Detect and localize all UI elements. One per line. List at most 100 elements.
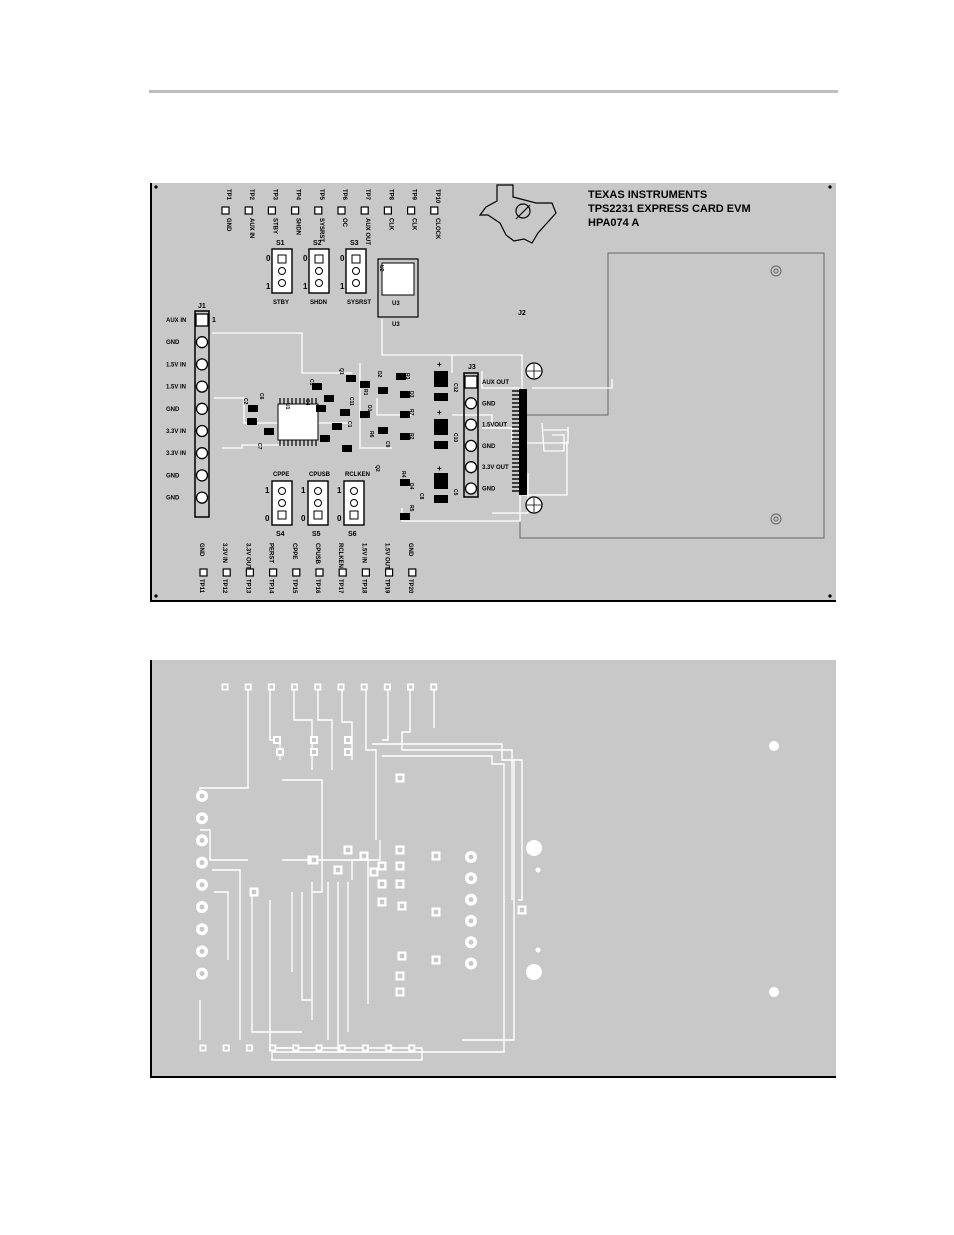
testpoint-label: STBY [271,218,277,234]
switch-id: S5 [312,531,321,538]
switch-pin [352,279,360,287]
j1-header [194,310,210,518]
switch-pin [315,279,323,287]
switch-label: STBY [273,300,289,306]
bottom-layer-drawing [152,660,836,1076]
ref-designator: R2 [408,433,414,440]
bottom-smd-pad-hole [399,953,405,959]
testpoint-pad [267,206,277,215]
switch-pin-square [351,254,361,264]
testpoint-id: TP20 [407,579,413,594]
testpoint-pad [408,568,417,577]
j1-pin [195,402,209,415]
j1-pin-label: GND [166,340,180,346]
bottom-j3-hole [468,961,474,966]
smd-part [400,391,410,398]
bottom-smd-pad-hole [433,853,439,859]
bottom-smd-pad-hole [397,863,403,869]
j3-pin-label: GND [482,401,496,407]
j1-pin1-label: 1 [212,317,216,324]
j3-pin [464,439,478,453]
bottom-smd-pad-hole [311,857,317,863]
j1-pin-label: 3.3V IN [166,429,186,435]
board-title-line-2: TPS2231 EXPRESS CARD EVM [588,203,751,215]
j1-pin-label: GND [166,473,180,479]
bottom-j3-hole [468,897,474,903]
ref-designator: Q1 [338,368,344,375]
j1-pin-label: 3.3V IN [166,451,186,457]
switch-one-mark: 1 [301,486,306,495]
bottom-switch-pad-hole [346,750,350,754]
testpoint-label: GND [198,543,204,557]
switch-one-mark: 1 [340,282,345,291]
testpoint-label: 1.5V OUT [384,543,390,570]
bottom-smd-pad-hole [251,889,257,895]
ref-designator: C8 [418,493,424,500]
ref-designator: C12 [452,383,458,392]
j3-pin [464,482,478,495]
testpoint-id: TP12 [221,579,227,594]
switch-zero-mark: 0 [340,254,345,263]
ref-designator: U2 [378,265,384,272]
j3-pin [464,461,478,474]
switch-one-mark: 1 [337,486,342,495]
bottom-testpoint-pad-hole [317,1046,321,1050]
testpoint-label: GND [407,543,413,557]
j1-pin [195,491,209,504]
switch-zero-mark: 0 [337,514,342,523]
j3-pin-label: GND [482,444,496,450]
testpoint-pad [337,206,346,215]
switch-pin [315,267,323,275]
testpoint-id: TP9 [411,189,417,201]
testpoint-label: AUX OUT [364,218,370,245]
testpoint-label: OC [341,218,347,228]
bottom-mount-hole [526,840,542,856]
bottom-via [535,947,541,953]
smd-parts [247,373,410,520]
bottom-testpoint-pad-hole [223,685,227,689]
testpoint-id: TP16 [314,579,320,594]
ref-designator: D1 [366,405,372,412]
bottom-j1-hole [199,971,205,977]
top-layer-panel: TEXAS INSTRUMENTS TPS2231 EXPRESS CARD E… [150,183,836,602]
testpoint-pad [360,206,369,215]
bottom-j3-hole [468,918,474,924]
bottom-testpoint-pad-hole [408,685,413,689]
testpoint-id: TP2 [248,189,254,201]
testpoint-label: 3.3V OUT [244,543,250,570]
ref-designator: C3 [308,379,314,386]
testpoint-id: TP3 [271,189,277,201]
switch-pin [278,499,286,507]
testpoint-pad [315,568,324,577]
testpoint-pad [291,206,300,215]
bottom-j1-hole [199,815,205,821]
j3-pin-label: AUX OUT [482,380,509,386]
corner-mark [154,594,158,598]
bottom-smd-pad-hole [371,869,377,875]
u1-ic [277,398,319,446]
bottom-switch-pad-hole [312,750,316,754]
top-layer-drawing: TEXAS INSTRUMENTS TPS2231 EXPRESS CARD E… [154,184,832,598]
smd-part [264,428,274,435]
bottom-testpoint-pad-hole [385,685,390,689]
ref-designator: C7 [256,443,262,450]
polarity-mark: + [437,360,442,369]
bottom-mount-hole [769,741,779,751]
testpoint-pad [338,568,347,577]
switch-id: S1 [276,240,285,247]
smd-part [312,383,322,390]
bottom-j1-hole [199,860,205,866]
bottom-j1-hole [199,904,205,910]
testpoint-label: CLK [387,218,393,231]
ref-designator: Q2 [374,465,380,472]
j1-pins [195,313,209,504]
reference-designators: U1U2Q1Q2C1C2C3C4C5C6C7C8C9C10C11C12R1R2R… [242,265,458,512]
j1-pin [195,447,209,460]
testpoint-pad [245,568,255,577]
j2-card-outline [519,252,825,539]
testpoint-id: TP7 [364,189,370,201]
testpoint-id: TP18 [360,579,366,594]
